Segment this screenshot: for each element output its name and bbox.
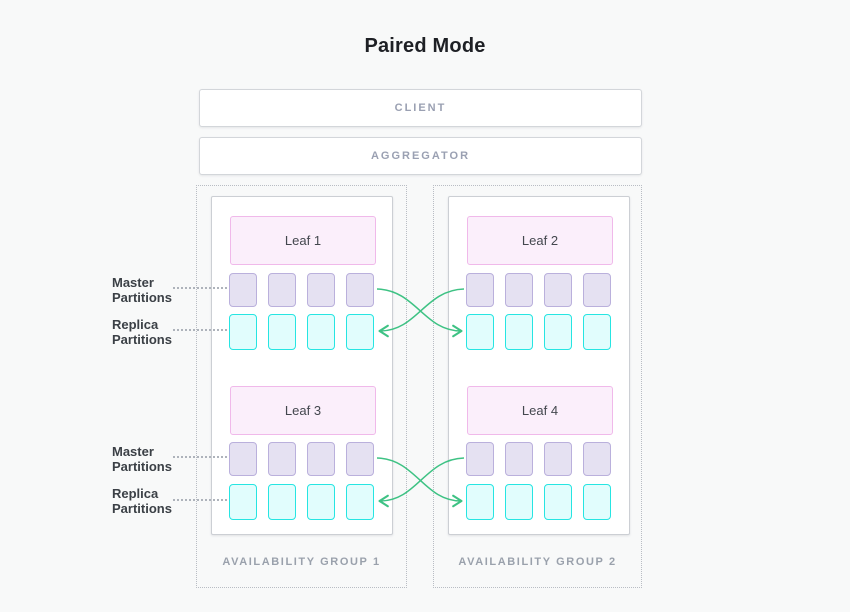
master-partitions-label: Master Partitions — [112, 275, 172, 305]
leaf-1-box: Leaf 1 — [230, 216, 376, 265]
leader-line — [173, 499, 227, 501]
master-partition — [466, 273, 494, 307]
client-label: CLIENT — [394, 102, 447, 114]
master-partition — [307, 273, 335, 307]
replica-partition-row — [229, 484, 374, 520]
master-partition — [229, 442, 257, 476]
leaf-2-label: Leaf 2 — [521, 233, 559, 248]
replica-partition — [583, 314, 611, 350]
replica-partition — [346, 484, 374, 520]
master-partition — [544, 442, 572, 476]
replica-partition — [229, 314, 257, 350]
availability-group-1-label: AVAILABILITY GROUP 1 — [222, 556, 381, 568]
replica-partition — [505, 484, 533, 520]
replica-partition — [583, 484, 611, 520]
replica-partition-row — [229, 314, 374, 350]
master-partition-row — [229, 442, 374, 476]
master-partition — [307, 442, 335, 476]
replica-partitions-label: Replica Partitions — [112, 486, 172, 516]
master-partition — [268, 442, 296, 476]
master-partition — [505, 273, 533, 307]
replica-partition — [346, 314, 374, 350]
master-partition — [268, 273, 296, 307]
leader-line — [173, 456, 227, 458]
replica-partition — [544, 314, 572, 350]
replica-partition — [505, 314, 533, 350]
leaf-3-box: Leaf 3 — [230, 386, 376, 435]
master-partition — [583, 442, 611, 476]
leaf-node-container: Leaf 1 Leaf 3 — [211, 196, 393, 535]
leader-line — [173, 287, 227, 289]
master-partition — [346, 273, 374, 307]
leaf-node-container: Leaf 2 Leaf 4 — [448, 196, 630, 535]
aggregator-box: AGGREGATOR — [199, 137, 642, 175]
master-partition — [544, 273, 572, 307]
replica-partition — [268, 314, 296, 350]
replica-partition — [466, 314, 494, 350]
client-box: CLIENT — [199, 89, 642, 127]
leaf-1-label: Leaf 1 — [284, 233, 322, 248]
master-partition — [346, 442, 374, 476]
leaf-2-box: Leaf 2 — [467, 216, 613, 265]
master-partition-row — [466, 442, 611, 476]
page-title: Paired Mode — [364, 35, 486, 57]
master-partition — [505, 442, 533, 476]
master-partition — [229, 273, 257, 307]
leaf-3-label: Leaf 3 — [284, 403, 322, 418]
replica-partition — [268, 484, 296, 520]
leaf-4-label: Leaf 4 — [521, 403, 559, 418]
replica-partition — [544, 484, 572, 520]
master-partition — [466, 442, 494, 476]
availability-group-2-label: AVAILABILITY GROUP 2 — [458, 556, 617, 568]
master-partition-row — [466, 273, 611, 307]
replica-partition — [307, 484, 335, 520]
availability-group-2: Leaf 2 Leaf 4 — [433, 185, 642, 588]
availability-group-1: Leaf 1 Leaf 3 — [196, 185, 407, 588]
replica-partition — [466, 484, 494, 520]
replica-partition-row — [466, 484, 611, 520]
master-partition-row — [229, 273, 374, 307]
leader-line — [173, 329, 227, 331]
replica-partitions-label: Replica Partitions — [112, 317, 172, 347]
replica-partition — [229, 484, 257, 520]
replica-partition — [307, 314, 335, 350]
replica-partition-row — [466, 314, 611, 350]
leaf-4-box: Leaf 4 — [467, 386, 613, 435]
aggregator-label: AGGREGATOR — [370, 150, 471, 162]
master-partitions-label: Master Partitions — [112, 444, 172, 474]
master-partition — [583, 273, 611, 307]
